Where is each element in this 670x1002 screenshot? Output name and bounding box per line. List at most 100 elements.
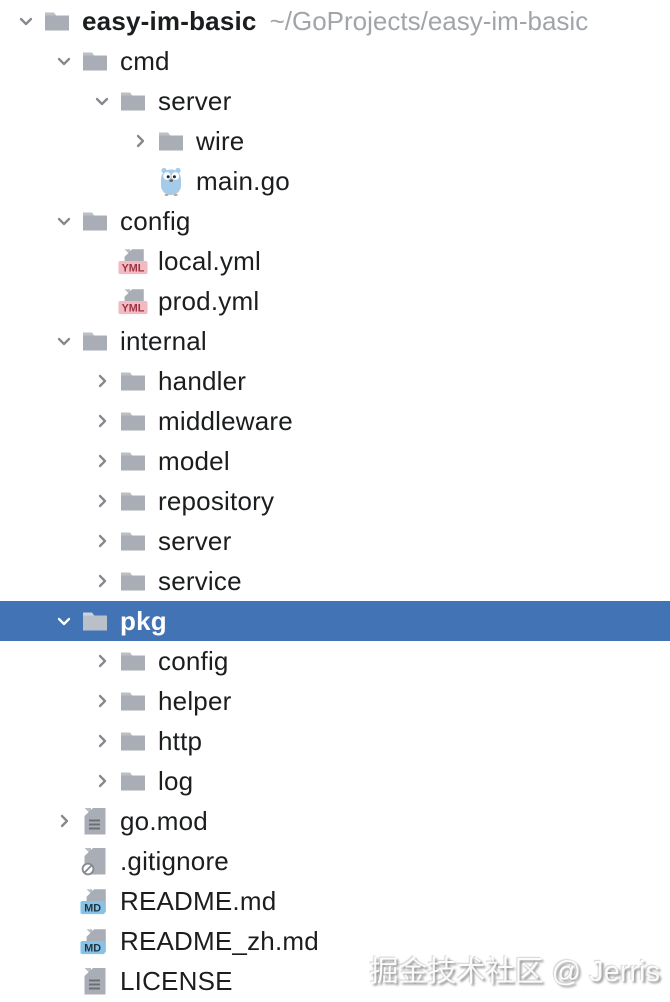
markdown-file-icon: MD <box>80 886 110 916</box>
tree-item-label: server <box>158 85 232 116</box>
tree-row-internal[interactable]: internal <box>0 321 670 361</box>
tree-item-label: service <box>158 565 242 596</box>
tree-item-label: go.mod <box>120 805 208 836</box>
chevron-spacer <box>52 970 76 992</box>
folder-icon <box>80 206 110 236</box>
svg-text:MD: MD <box>84 902 101 914</box>
tree-row-readme-zh-md[interactable]: MD README_zh.md <box>0 921 670 961</box>
text-file-icon <box>80 806 110 836</box>
svg-text:YML: YML <box>122 262 145 274</box>
chevron-right-icon[interactable] <box>90 770 114 792</box>
tree-row-handler[interactable]: handler <box>0 361 670 401</box>
tree-item-label: cmd <box>120 45 170 76</box>
folder-icon <box>118 486 148 516</box>
chevron-spacer <box>90 250 114 272</box>
folder-icon <box>42 6 72 36</box>
tree-item-label: prod.yml <box>158 285 260 316</box>
tree-row-config[interactable]: config <box>0 641 670 681</box>
tree-item-label: README.md <box>120 885 277 916</box>
tree-row-main-go[interactable]: main.go <box>0 161 670 201</box>
svg-text:MD: MD <box>84 942 101 954</box>
watermark: 掘金技术社区 @ Jerris <box>369 956 660 988</box>
tree-item-label: local.yml <box>158 245 261 276</box>
tree-row-service[interactable]: service <box>0 561 670 601</box>
chevron-right-icon[interactable] <box>90 490 114 512</box>
chevron-spacer <box>52 930 76 952</box>
go-gopher-icon <box>156 166 186 196</box>
tree-row-pkg[interactable]: pkg <box>0 601 670 641</box>
tree-item-label: helper <box>158 685 232 716</box>
tree-row-wire[interactable]: wire <box>0 121 670 161</box>
tree-item-label: internal <box>120 325 207 356</box>
tree-row-server[interactable]: server <box>0 81 670 121</box>
chevron-right-icon[interactable] <box>90 650 114 672</box>
chevron-spacer <box>52 890 76 912</box>
chevron-spacer <box>52 850 76 872</box>
folder-icon <box>118 566 148 596</box>
folder-icon <box>118 726 148 756</box>
tree-row-server[interactable]: server <box>0 521 670 561</box>
folder-icon <box>118 366 148 396</box>
tree-row-local-yml[interactable]: YML local.yml <box>0 241 670 281</box>
folder-icon <box>80 46 110 76</box>
tree-row-go-mod[interactable]: go.mod <box>0 801 670 841</box>
chevron-right-icon[interactable] <box>90 690 114 712</box>
tree-row-model[interactable]: model <box>0 441 670 481</box>
tree-row-prod-yml[interactable]: YML prod.yml <box>0 281 670 321</box>
tree-item-label: server <box>158 525 232 556</box>
tree-item-label: config <box>158 645 229 676</box>
tree-row-easy-im-basic[interactable]: easy-im-basic ~/GoProjects/easy-im-basic <box>0 1 670 41</box>
tree-row-middleware[interactable]: middleware <box>0 401 670 441</box>
tree-row-helper[interactable]: helper <box>0 681 670 721</box>
chevron-down-icon[interactable] <box>90 90 114 112</box>
tree-row-config[interactable]: config <box>0 201 670 241</box>
chevron-down-icon[interactable] <box>52 50 76 72</box>
tree-item-label: README_zh.md <box>120 925 319 956</box>
chevron-right-icon[interactable] <box>90 410 114 432</box>
folder-icon <box>156 126 186 156</box>
tree-item-path: ~/GoProjects/easy-im-basic <box>269 5 589 36</box>
tree-row-log[interactable]: log <box>0 761 670 801</box>
chevron-right-icon[interactable] <box>90 370 114 392</box>
tree-item-label: log <box>158 765 194 796</box>
chevron-right-icon[interactable] <box>128 130 152 152</box>
tree-item-label: handler <box>158 365 247 396</box>
chevron-down-icon[interactable] <box>52 610 76 632</box>
chevron-right-icon[interactable] <box>52 810 76 832</box>
tree-item-label: http <box>158 725 203 756</box>
tree-row-http[interactable]: http <box>0 721 670 761</box>
tree-row-repository[interactable]: repository <box>0 481 670 521</box>
chevron-right-icon[interactable] <box>90 450 114 472</box>
folder-icon <box>118 526 148 556</box>
tree-item-label: easy-im-basic <box>82 5 257 36</box>
folder-icon <box>118 686 148 716</box>
tree-row-gitignore[interactable]: .gitignore <box>0 841 670 881</box>
chevron-down-icon[interactable] <box>52 210 76 232</box>
folder-icon <box>118 766 148 796</box>
tree-item-label: wire <box>196 125 245 156</box>
tree-item-label: LICENSE <box>120 965 233 996</box>
folder-icon <box>118 406 148 436</box>
chevron-spacer <box>128 170 152 192</box>
ignored-file-icon <box>80 846 110 876</box>
svg-text:YML: YML <box>122 302 145 314</box>
tree-row-cmd[interactable]: cmd <box>0 41 670 81</box>
chevron-right-icon[interactable] <box>90 530 114 552</box>
tree-row-readme-md[interactable]: MD README.md <box>0 881 670 921</box>
folder-icon <box>80 606 110 636</box>
folder-icon <box>118 86 148 116</box>
chevron-down-icon[interactable] <box>52 330 76 352</box>
tree-item-label: repository <box>158 485 275 516</box>
yaml-file-icon: YML <box>118 246 148 276</box>
tree-item-label: middleware <box>158 405 293 436</box>
folder-icon <box>118 646 148 676</box>
chevron-right-icon[interactable] <box>90 730 114 752</box>
tree-item-label: main.go <box>196 165 290 196</box>
chevron-down-icon[interactable] <box>14 10 38 32</box>
folder-icon <box>80 326 110 356</box>
folder-icon <box>118 446 148 476</box>
tree-item-label: config <box>120 205 191 236</box>
chevron-right-icon[interactable] <box>90 570 114 592</box>
tree-row-license[interactable]: LICENSE <box>0 961 670 1001</box>
